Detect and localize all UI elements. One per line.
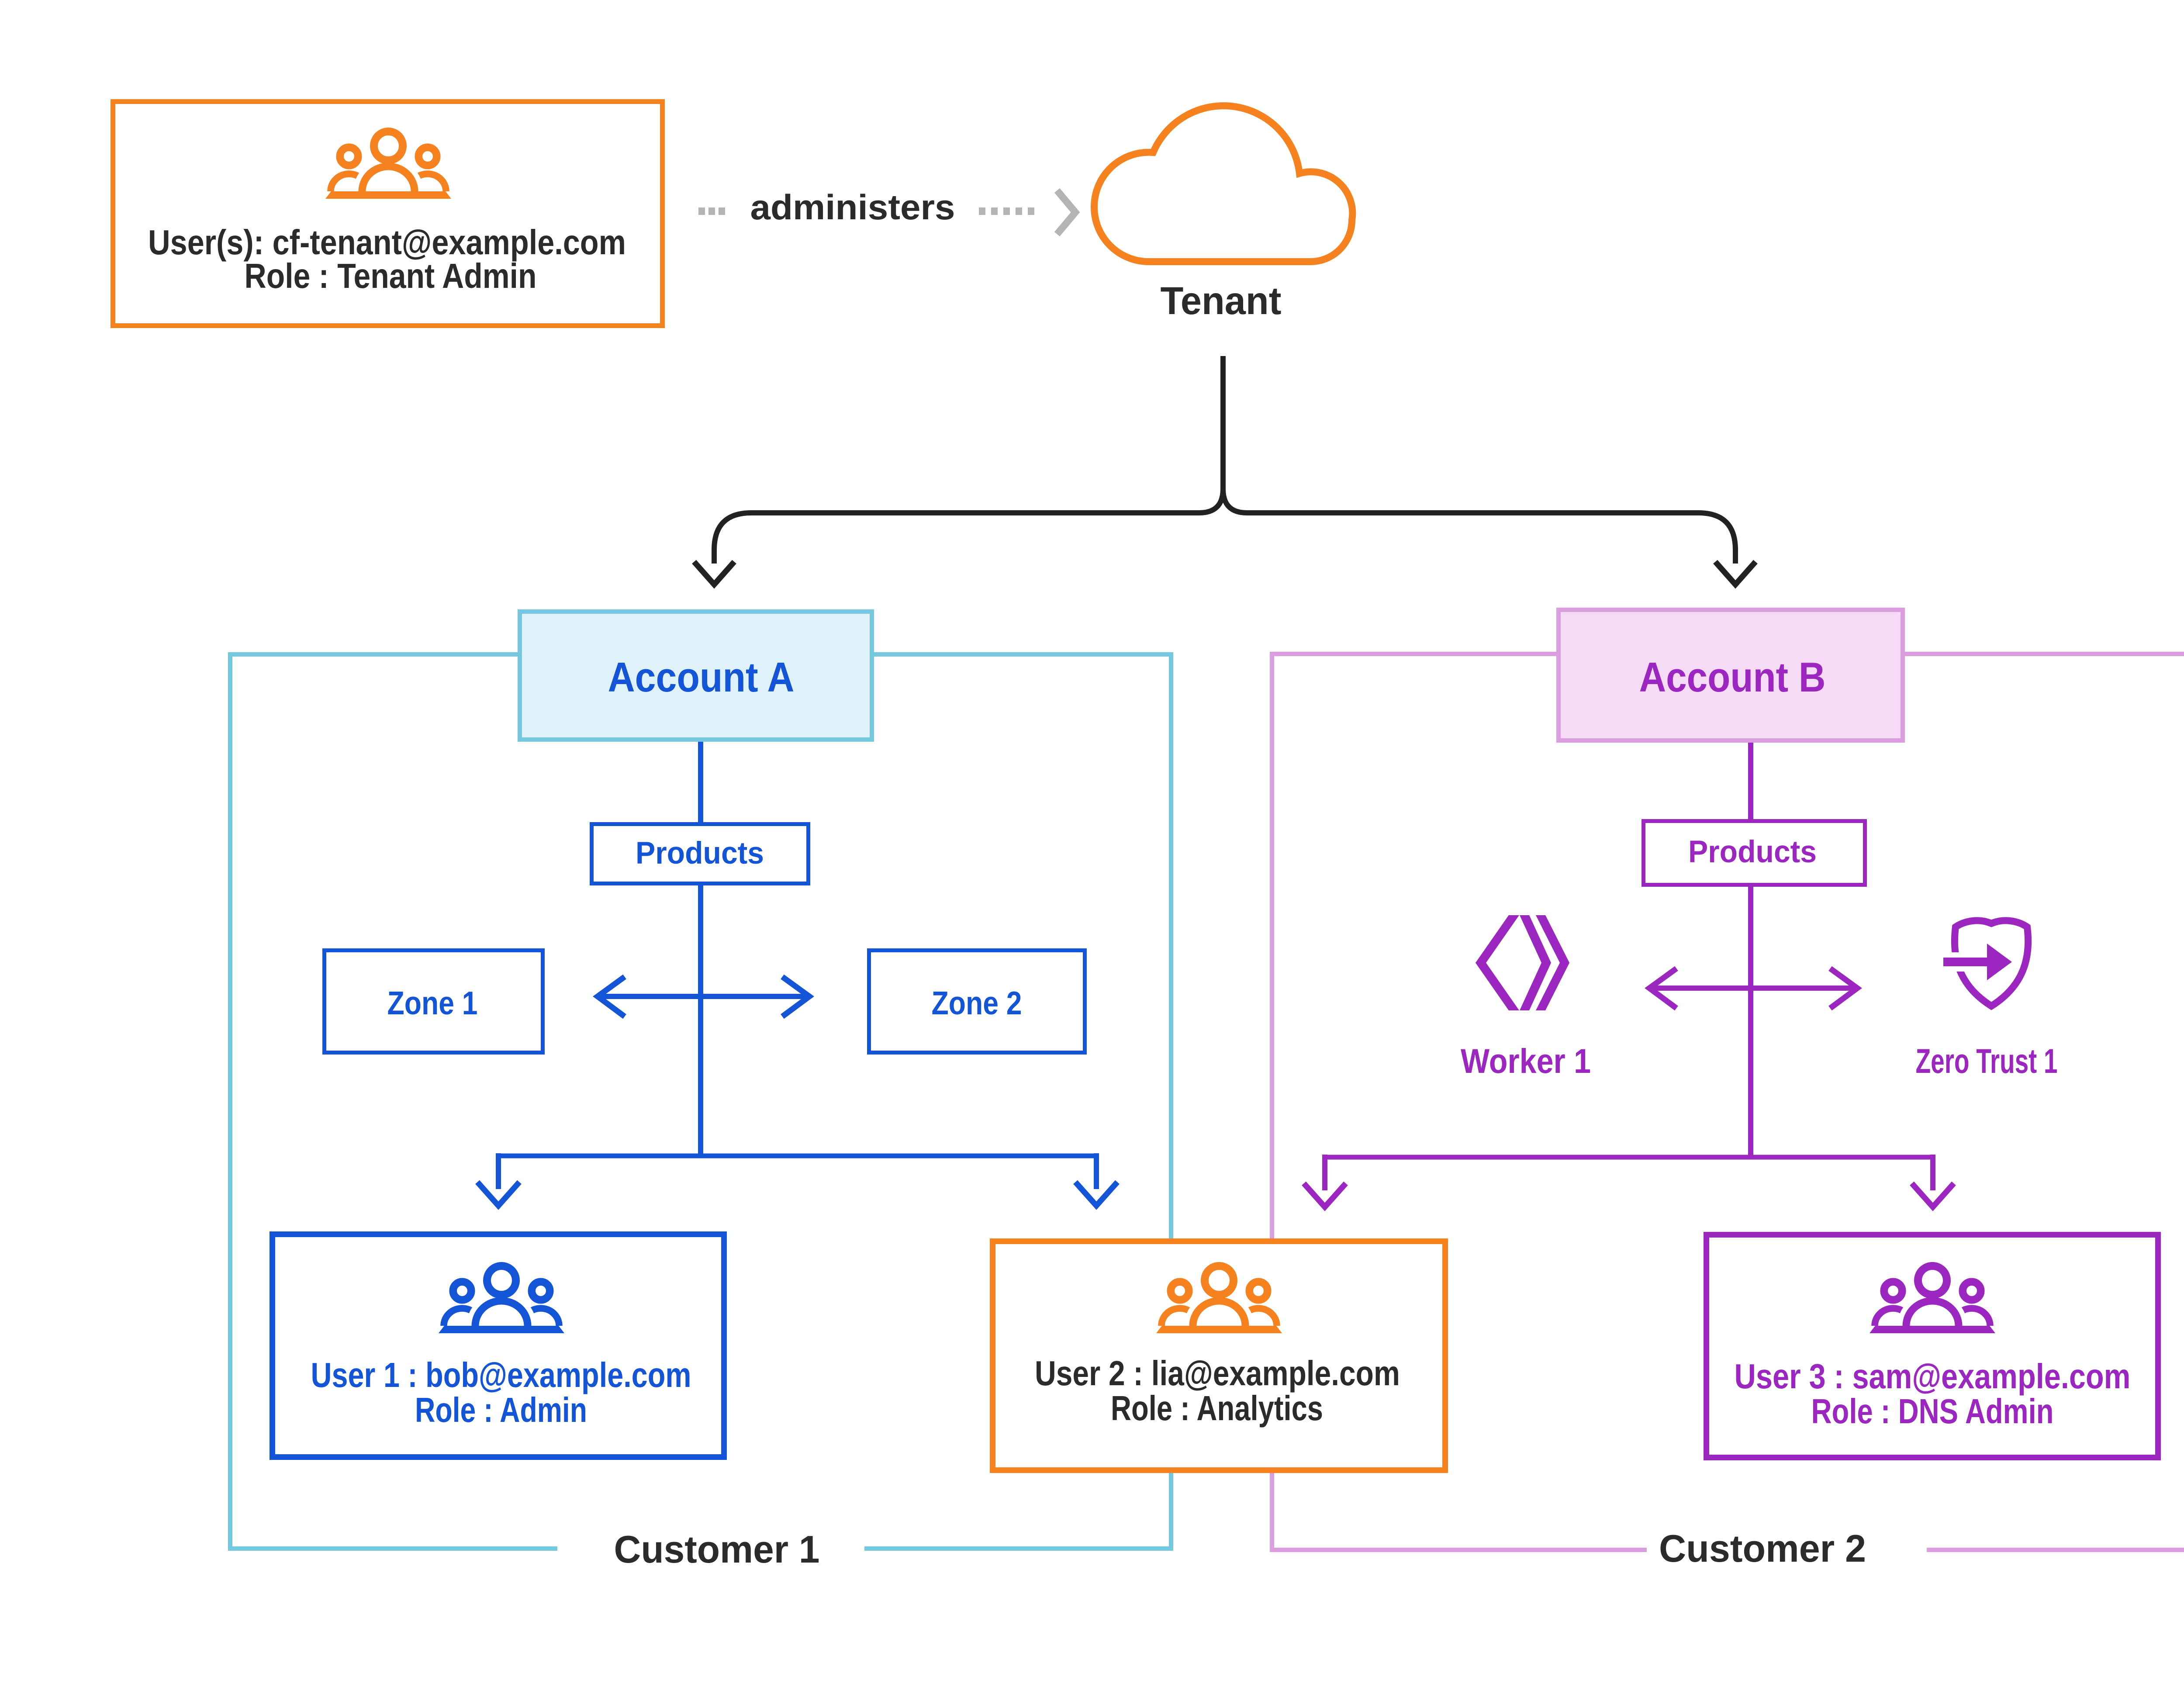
svg-text:User 1 : bob@example.com: User 1 : bob@example.com <box>311 1355 691 1394</box>
svg-text:Role : DNS Admin: Role : DNS Admin <box>1811 1392 2054 1431</box>
svg-text:Role : Admin: Role : Admin <box>415 1390 587 1429</box>
svg-text:Worker 1: Worker 1 <box>1461 1041 1591 1080</box>
svg-text:Customer 2: Customer 2 <box>1659 1527 1866 1570</box>
svg-text:Tenant: Tenant <box>1161 279 1282 322</box>
svg-text:Zone 2: Zone 2 <box>932 985 1022 1021</box>
svg-text:Role : Tenant Admin: Role : Tenant Admin <box>245 256 537 295</box>
svg-text:Account A: Account A <box>608 654 795 701</box>
svg-text:Zone 1: Zone 1 <box>387 985 478 1021</box>
svg-text:User 2 : lia@example.com: User 2 : lia@example.com <box>1035 1354 1400 1393</box>
svg-text:Products: Products <box>1688 835 1817 869</box>
svg-text:Zero Trust 1: Zero Trust 1 <box>1916 1041 2058 1080</box>
svg-text:administers: administers <box>750 188 955 227</box>
svg-text:Account B: Account B <box>1639 654 1826 701</box>
svg-text:Customer 1: Customer 1 <box>614 1528 820 1571</box>
svg-text:Products: Products <box>636 836 764 871</box>
svg-text:Role : Analytics: Role : Analytics <box>1111 1389 1323 1428</box>
svg-text:User 3 : sam@example.com: User 3 : sam@example.com <box>1735 1357 2131 1396</box>
svg-text:User(s): cf-tenant@example.com: User(s): cf-tenant@example.com <box>148 223 626 262</box>
